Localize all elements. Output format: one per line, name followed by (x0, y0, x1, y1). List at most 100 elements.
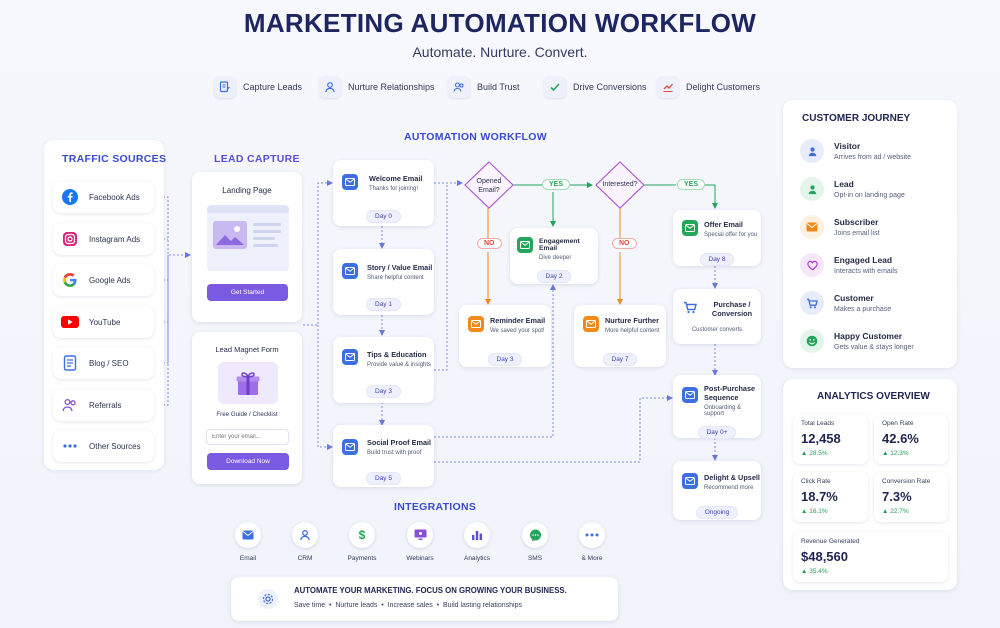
card-desc: Share helpful content (367, 275, 424, 281)
mail-icon (682, 387, 698, 403)
metric-total-leads: Total Leads 12,458 ▲ 28.5% (793, 414, 868, 464)
instagram-icon (61, 230, 79, 248)
source-label: YouTube (89, 317, 121, 327)
nurture-further-card[interactable]: Nurture Further More helpful content Day… (574, 305, 666, 367)
banner: AUTOMATE YOUR MARKETING. FOCUS ON GROWIN… (231, 577, 618, 621)
metric-click-rate: Click Rate 18.7% ▲ 16.1% (793, 472, 868, 522)
journey-name: Lead (834, 179, 854, 189)
post-purchase-card[interactable]: Post-Purchase Sequence Onboarding & supp… (673, 375, 761, 439)
decision-label: Opened Email? (476, 178, 502, 194)
metric-value: 42.6% (882, 431, 919, 446)
mail-icon (682, 473, 698, 489)
journey-name: Visitor (834, 141, 861, 151)
form-icon (214, 76, 236, 98)
monitor-icon (407, 522, 433, 548)
card-title: Post-Purchase Sequence (704, 384, 756, 403)
more-icon (61, 437, 79, 455)
get-started-button[interactable]: Get Started (207, 284, 288, 301)
source-youtube[interactable]: YouTube (53, 306, 154, 338)
chat-icon (522, 522, 548, 548)
story-email-card[interactable]: Story / Value Email Share helpful conten… (333, 249, 434, 315)
integration-analytics[interactable]: Analytics (447, 522, 507, 562)
tips-email-card[interactable]: Tips & Education Provide value & insight… (333, 337, 434, 403)
gear-icon (258, 589, 278, 609)
purchase-conversion-card[interactable]: Purchase / Conversion Customer converts (673, 289, 761, 344)
email-field[interactable] (206, 429, 289, 445)
analytics-title: ANALYTICS OVERVIEW (817, 391, 930, 402)
goal-label: Build Trust (477, 82, 520, 92)
engagement-email-card[interactable]: Engagement Email Dive deeper Day 2 (510, 228, 598, 284)
landing-page-preview (207, 205, 289, 271)
mail-icon (468, 316, 484, 332)
metric-label: Open Rate (882, 420, 914, 427)
integration-label: Analytics (463, 555, 490, 562)
source-blog-seo[interactable]: Blog / SEO (53, 347, 154, 379)
reminder-email-card[interactable]: Reminder Email We saved your spot! Day 3 (459, 305, 551, 367)
offer-email-card[interactable]: Offer Email Special offer for you Day 8 (673, 210, 761, 266)
yes-label: YES (542, 179, 571, 190)
source-label: Facebook Ads (89, 192, 140, 202)
goal-label: Nurture Relationships (348, 82, 435, 92)
card-title: Engagement Email (539, 238, 580, 252)
integration-sms[interactable]: SMS (505, 522, 565, 562)
mail-icon (342, 439, 358, 455)
journey-name: Engaged Lead (834, 255, 893, 265)
source-label: Blog / SEO (89, 358, 129, 368)
delight-upsell-card[interactable]: Delight & Upsell Recommend more Ongoing (673, 461, 761, 520)
card-title: Story / Value Email (367, 263, 433, 272)
landing-page-title: Landing Page (222, 186, 272, 195)
integration-payments[interactable]: $ Payments (332, 522, 392, 562)
journey-desc: Interacts with emails (834, 268, 898, 275)
cart-icon (800, 291, 824, 315)
integration-webinars[interactable]: Webinars (390, 522, 450, 562)
card-desc: Thanks for joining! (369, 186, 419, 192)
goal-label: Capture Leads (243, 82, 303, 92)
metric-open-rate: Open Rate 42.6% ▲ 12.3% (874, 414, 948, 464)
source-google[interactable]: Google Ads (53, 264, 154, 296)
source-label: Google Ads (89, 275, 131, 285)
lead-magnet-title: Lead Magnet Form (215, 345, 279, 354)
integration-email[interactable]: Email (218, 522, 278, 562)
download-now-button[interactable]: Download Now (207, 453, 289, 470)
users-icon (448, 76, 470, 98)
page-subtitle: Automate. Nurture. Convert. (412, 44, 588, 60)
social-proof-email-card[interactable]: Social Proof Email Build trust with proo… (333, 425, 434, 487)
source-referrals[interactable]: Referrals (53, 389, 154, 421)
card-title: Purchase / Conversion (711, 300, 753, 319)
integration-crm[interactable]: CRM (275, 522, 335, 562)
mail-icon (517, 237, 533, 253)
metric-label: Conversion Rate (882, 478, 931, 485)
goal-drive-conversions: Drive Conversions (544, 76, 647, 98)
lead-magnet-caption: Free Guide / Checklist (216, 411, 278, 418)
journey-desc: Gets value & stays longer (834, 344, 914, 351)
smile-icon (800, 329, 824, 353)
decision-diamond-interested (595, 161, 645, 209)
welcome-email-card[interactable]: Welcome Email Thanks for joining! Day 0 (333, 160, 434, 226)
mail-icon (583, 316, 599, 332)
integration-label: SMS (527, 555, 543, 562)
integration-more[interactable]: & More (562, 522, 622, 562)
card-desc: Provide value & insights (367, 362, 432, 368)
gift-icon (218, 362, 278, 404)
integrations-title: INTEGRATIONS (394, 501, 477, 513)
goal-build-trust: Build Trust (448, 76, 520, 98)
source-facebook[interactable]: Facebook Ads (53, 181, 154, 213)
integration-label: CRM (297, 555, 313, 562)
source-instagram[interactable]: Instagram Ads (53, 223, 154, 255)
card-desc: We saved your spot! (490, 328, 545, 334)
metric-change: ▲ 22.7% (882, 508, 909, 515)
goal-delight: Delight Customers (657, 76, 760, 98)
journey-desc: Makes a purchase (834, 306, 892, 313)
users-icon (61, 396, 79, 414)
card-title: Reminder Email (490, 316, 546, 325)
mail-icon (342, 263, 358, 279)
source-label: Referrals (89, 400, 122, 410)
journey-name: Customer (834, 293, 874, 303)
source-other[interactable]: Other Sources (53, 430, 154, 462)
goal-label: Delight Customers (686, 82, 761, 92)
metric-revenue: Revenue Generated $48,560 ▲ 35.4% (793, 532, 948, 582)
